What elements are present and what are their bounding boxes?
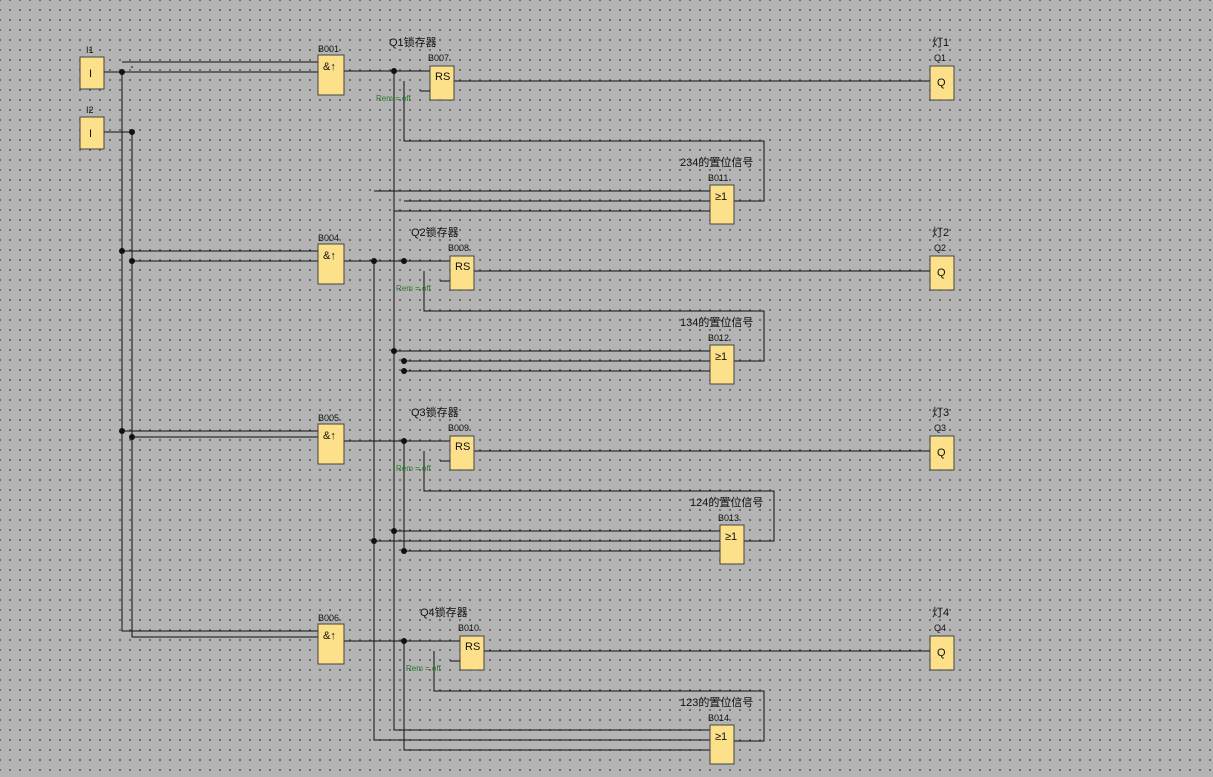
output-block[interactable] (929, 635, 955, 671)
rs-block-id: B007 (428, 53, 449, 63)
rs-block-b007[interactable]: Q1锁存器 B007 RS Rem = off (376, 35, 455, 103)
input-i2-block[interactable] (79, 116, 105, 150)
and-block-body[interactable] (317, 243, 345, 285)
or-block-b012[interactable]: 134的置位信号 B012 ≥1 (680, 315, 753, 385)
output-symbol: Q (937, 447, 946, 459)
input-i1-id: I1 (86, 45, 94, 55)
or-block-symbol: ≥1 (715, 731, 727, 743)
and-block-id: B004 (318, 233, 339, 243)
rs-block-rem: Rem = off (406, 664, 442, 673)
or-block-title: 134的置位信号 (680, 315, 753, 329)
or-block-title: 234的置位信号 (680, 155, 753, 169)
input-i2-symbol: I (89, 128, 92, 140)
output-block[interactable] (929, 255, 955, 291)
output-title: 灯3 (932, 406, 949, 419)
or-block-title: 123的置位信号 (680, 695, 753, 709)
or-block-body[interactable] (709, 724, 735, 765)
output-symbol: Q (937, 267, 946, 279)
and-block-b006[interactable]: B006 &↑ (317, 613, 345, 665)
rs-block-body[interactable] (449, 255, 475, 291)
output-q2[interactable]: 灯2 Q2 Q (929, 226, 955, 291)
or-block-b014[interactable]: 123的置位信号 B014 ≥1 (680, 695, 753, 765)
rs-block-body[interactable] (449, 435, 475, 471)
output-q3[interactable]: 灯3 Q3 Q (929, 406, 955, 471)
rs-block-b010[interactable]: Q4锁存器 B010 RS Rem = off (406, 605, 485, 673)
output-q1[interactable]: 灯1 Q1 Q (929, 36, 955, 101)
rs-block-b008[interactable]: Q2锁存器 B008 RS Rem = off (396, 225, 475, 293)
or-block-body[interactable] (719, 524, 745, 565)
or-block-body[interactable] (709, 184, 735, 225)
output-symbol: Q (937, 647, 946, 659)
input-i1-block[interactable] (79, 56, 105, 90)
rs-block-body[interactable] (429, 65, 455, 101)
rs-block-symbol: RS (455, 261, 470, 273)
rs-block-rem: Rem = off (376, 94, 412, 103)
output-id: Q1 (934, 53, 946, 63)
output-block[interactable] (929, 65, 955, 101)
output-id: Q2 (934, 243, 946, 253)
wires (104, 61, 930, 751)
and-block-symbol: &↑ (323, 630, 336, 642)
rs-block-id: B009 (448, 423, 469, 433)
output-title: 灯2 (932, 226, 949, 239)
and-block-body[interactable] (317, 54, 345, 96)
or-block-title: 124的置位信号 (690, 495, 763, 509)
and-block-b004[interactable]: B004 &↑ (317, 233, 345, 285)
rs-block-symbol: RS (455, 441, 470, 453)
rs-block-b009[interactable]: Q3锁存器 B009 RS Rem = off (396, 405, 475, 473)
or-block-symbol: ≥1 (725, 531, 737, 543)
rs-block-title: Q1锁存器 (389, 35, 437, 49)
input-i1[interactable]: I1 I (79, 45, 105, 90)
input-i2[interactable]: I2 I (79, 105, 105, 150)
rs-block-id: B010 (458, 623, 479, 633)
or-block-id: B012 (708, 333, 729, 343)
input-i2-id: I2 (86, 105, 94, 115)
or-block-id: B014 (708, 713, 729, 723)
or-block-id: B011 (708, 173, 728, 183)
and-block-symbol: &↑ (323, 250, 336, 262)
and-block-id: B001 (318, 44, 339, 54)
rs-block-symbol: RS (465, 641, 480, 653)
output-symbol: Q (937, 77, 946, 89)
rs-block-title: Q2锁存器 (411, 225, 459, 239)
output-title: 灯1 (932, 36, 949, 49)
output-id: Q4 (934, 623, 946, 633)
and-block-symbol: &↑ (323, 61, 336, 73)
output-block[interactable] (929, 435, 955, 471)
and-block-symbol: &↑ (323, 430, 336, 442)
rs-block-id: B008 (448, 243, 469, 253)
and-block-b001[interactable]: B001 &↑ (317, 44, 345, 96)
rs-block-rem: Rem = off (396, 464, 432, 473)
rs-block-title: Q3锁存器 (411, 405, 459, 419)
or-block-symbol: ≥1 (715, 191, 727, 203)
or-block-symbol: ≥1 (715, 351, 727, 363)
and-block-id: B005 (318, 413, 339, 423)
and-block-body[interactable] (317, 623, 345, 665)
or-block-id: B013 (718, 513, 739, 523)
or-block-b013[interactable]: 124的置位信号 B013 ≥1 (690, 495, 763, 565)
and-block-b005[interactable]: B005 &↑ (317, 413, 345, 465)
output-id: Q3 (934, 423, 946, 433)
and-block-body[interactable] (317, 423, 345, 465)
and-block-id: B006 (318, 613, 339, 623)
or-block-b011[interactable]: 234的置位信号 B011 ≥1 (680, 155, 753, 225)
or-block-body[interactable] (709, 344, 735, 385)
junctions (119, 68, 407, 644)
rs-block-rem: Rem = off (396, 284, 432, 293)
output-q4[interactable]: 灯4 Q4 Q (929, 606, 955, 671)
input-i1-symbol: I (89, 68, 92, 80)
rs-block-title: Q4锁存器 (420, 605, 468, 619)
rs-block-symbol: RS (435, 71, 450, 83)
rs-block-body[interactable] (459, 635, 485, 671)
output-title: 灯4 (932, 606, 949, 619)
